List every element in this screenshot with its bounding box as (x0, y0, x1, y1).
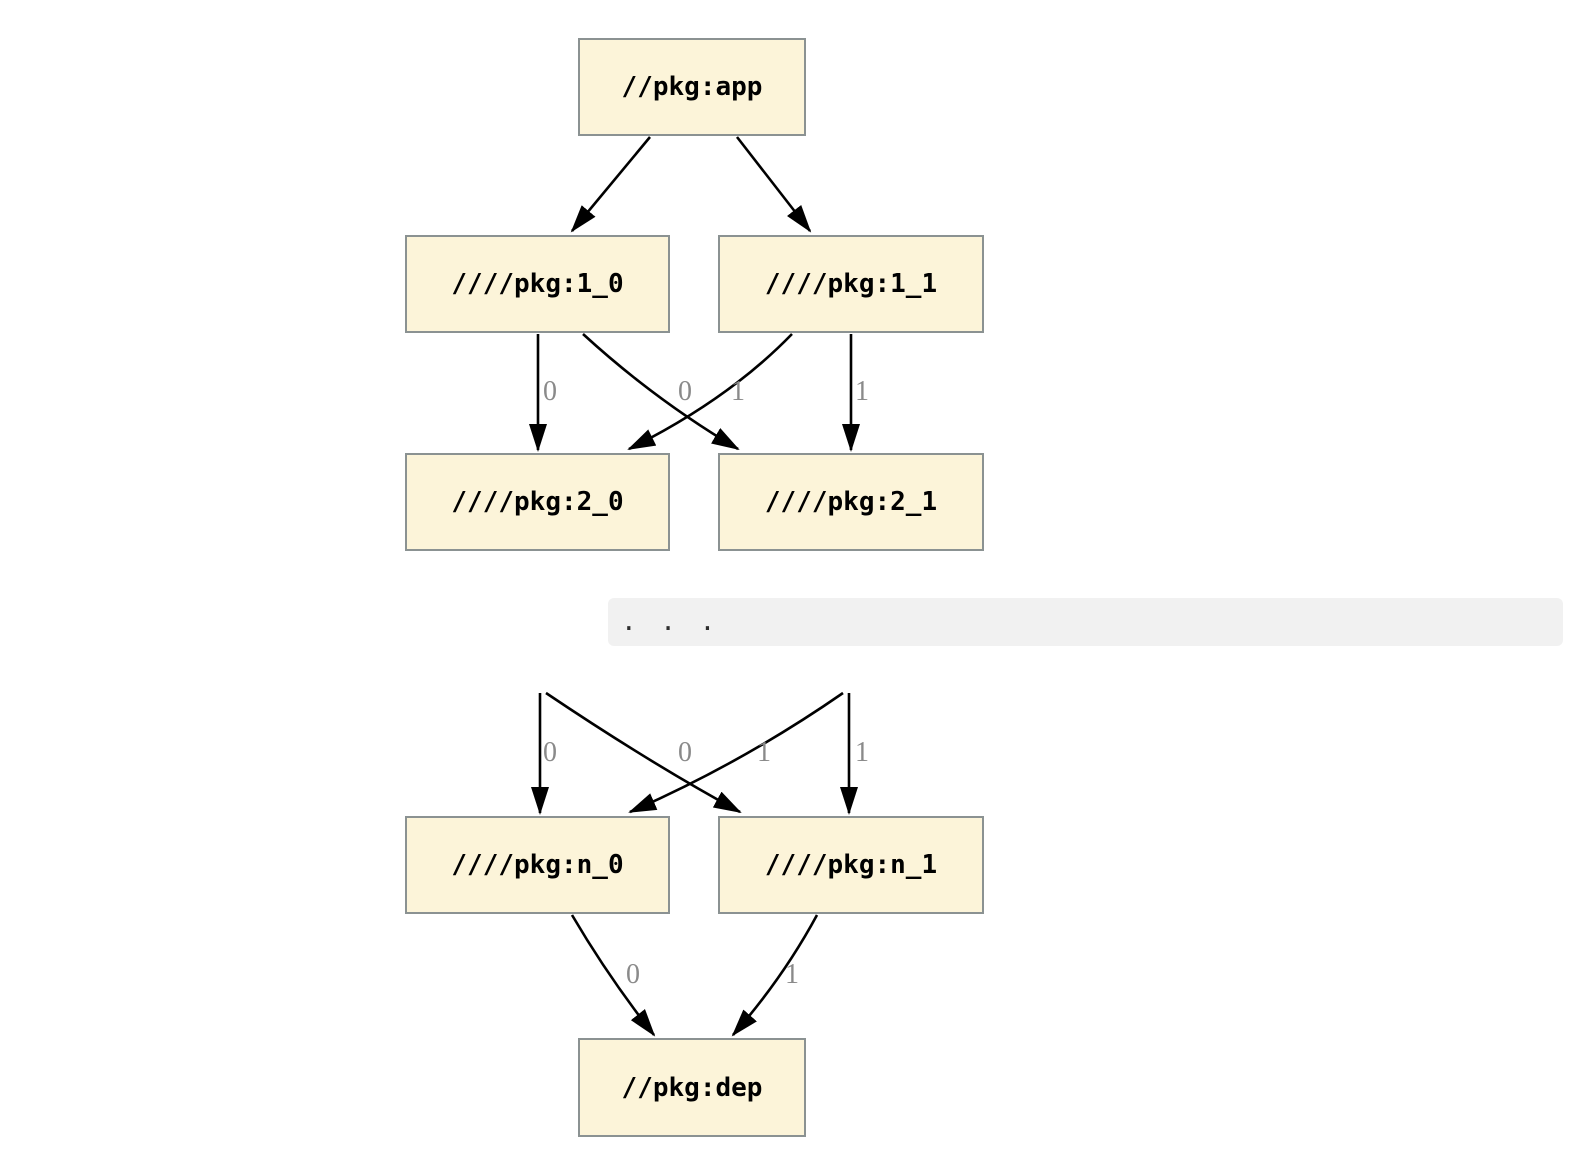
edge-label-1_1-2_1: 1 (855, 376, 869, 407)
edge-label-n_1-dep: 1 (785, 959, 799, 990)
edge-ellipsis-to-n_0-cross (628, 691, 844, 814)
edge-label-1_1-2_0: 0 (678, 376, 692, 407)
node-1_0-label: ////pkg:1_0 (451, 269, 624, 299)
node-dep-label: //pkg:dep (621, 1072, 763, 1103)
edge-label-ellipsis-n_1-straight: 1 (855, 737, 869, 768)
node-dep: //pkg:dep (578, 1038, 806, 1137)
edge-label-1_0-2_0: 0 (543, 376, 557, 407)
edge-app-to-1_0 (570, 136, 652, 233)
node-n_1-label: ////pkg:n_1 (764, 850, 938, 880)
node-2_1-label: ////pkg:2_1 (764, 487, 938, 517)
edge-label-ellipsis-n_1-cross: 1 (757, 737, 771, 768)
node-app-label: //pkg:app (621, 72, 763, 102)
edge-label-ellipsis-n_0-straight: 0 (543, 737, 557, 768)
edge-ellipsis-to-n_1-cross (545, 691, 742, 814)
node-2_0-label: ////pkg:2_0 (451, 487, 624, 517)
edge-n_0-to-dep (570, 914, 656, 1037)
edge-label-ellipsis-n_0-cross: 0 (678, 737, 692, 768)
ellipsis-dots: . . . (621, 607, 720, 637)
edge-n_1-to-dep (731, 914, 819, 1037)
node-n_0: ////pkg:n_0 (405, 816, 670, 914)
node-2_0: ////pkg:2_0 (405, 453, 670, 551)
edge-label-n_0-dep: 0 (626, 959, 640, 990)
ellipsis-code-block: . . . (608, 598, 1563, 646)
edge-1_0-to-2_1 (582, 333, 740, 451)
node-2_1: ////pkg:2_1 (718, 453, 984, 551)
node-1_1-label: ////pkg:1_1 (764, 269, 938, 299)
edge-app-to-1_1 (735, 136, 812, 233)
node-n_0-label: ////pkg:n_0 (451, 850, 624, 880)
node-1_0: ////pkg:1_0 (405, 235, 670, 333)
edge-label-1_0-2_1: 1 (731, 376, 745, 407)
edge-1_1-to-2_0 (627, 333, 793, 451)
node-1_1: ////pkg:1_1 (718, 235, 984, 333)
node-n_1: ////pkg:n_1 (718, 816, 984, 914)
node-app: //pkg:app (578, 38, 806, 136)
